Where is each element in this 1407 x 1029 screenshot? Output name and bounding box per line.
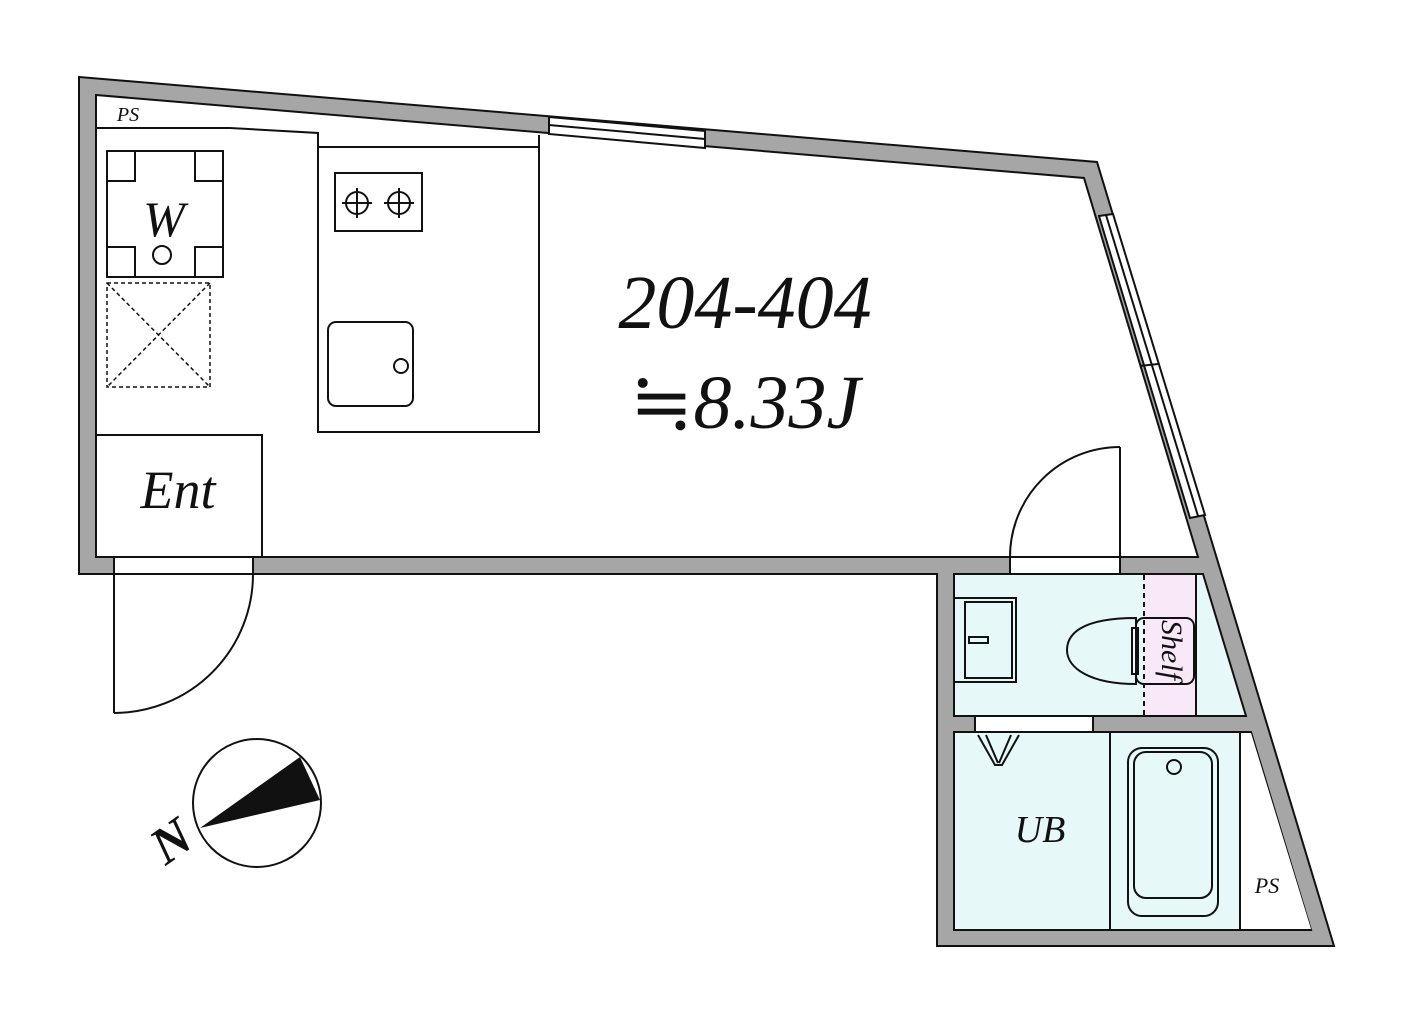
compass-icon: N [139, 738, 322, 876]
bathtub-icon [1127, 747, 1219, 917]
entrance-area [95, 434, 263, 558]
pipe-space-bath-label: PS [1254, 873, 1279, 898]
toilet-door[interactable] [1009, 446, 1121, 558]
unit-number: 204-404 [618, 261, 871, 345]
window-right [1097, 212, 1207, 520]
main-room [95, 93, 1200, 558]
toilet-room [953, 573, 1248, 717]
room-area: ≒8.33J [630, 361, 864, 445]
shelf-label: Shelf [1155, 620, 1188, 684]
compass-north-letter: N [139, 806, 205, 876]
unit-bath-label: UB [1015, 809, 1066, 851]
stove-icon [334, 172, 423, 232]
window-top [548, 115, 706, 150]
washer-label: W [143, 191, 189, 247]
shelf-area [1144, 575, 1196, 715]
storage-dashed [106, 282, 211, 388]
entrance-label: Ent [140, 460, 218, 520]
sink-icon [327, 321, 414, 407]
bath-room [953, 731, 1313, 931]
pipe-space-label: PS [116, 104, 139, 126]
pipe-space-bath [1240, 733, 1311, 929]
kitchen-counter [317, 146, 540, 433]
toilet-icon [1065, 616, 1195, 686]
hand-sink-icon [953, 597, 1017, 683]
washer-space: W [106, 150, 224, 278]
bath-folding-door[interactable] [977, 734, 1020, 766]
entrance-door[interactable] [113, 573, 254, 714]
